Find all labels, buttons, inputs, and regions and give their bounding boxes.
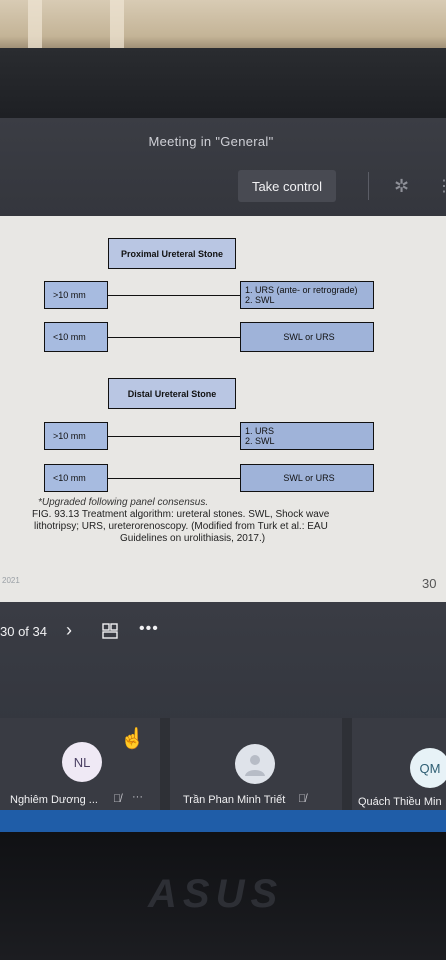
laptop-logo: ASUS	[148, 872, 284, 916]
laptop-lower-bezel	[0, 832, 446, 960]
mouse-cursor-icon: ☝	[120, 728, 145, 750]
avatar: QM	[410, 748, 446, 788]
toolbar-divider	[368, 172, 369, 200]
row-right-line: SWL or URS	[283, 473, 335, 483]
caption-line: Guidelines on urolithiasis, 2017.)	[120, 533, 266, 544]
row-left-box: <10 mm	[44, 464, 108, 492]
row-left-label: >10 mm	[53, 431, 86, 441]
row-right-box: 1. URS 2. SWL	[240, 422, 374, 450]
ceiling-beam	[110, 0, 124, 52]
distal-title: Distal Ureteral Stone	[127, 388, 217, 399]
row-left-label: <10 mm	[53, 332, 86, 342]
row-right-line: 2. SWL	[245, 295, 275, 305]
row-right-line: 1. URS (ante- or retrograde)	[245, 285, 358, 295]
row-right-box: SWL or URS	[240, 464, 374, 492]
take-control-button[interactable]: Take control	[238, 170, 336, 202]
participant-name: Nghiêm Dương ...	[10, 794, 98, 806]
connector-line	[108, 337, 240, 338]
person-photo-icon	[245, 755, 265, 776]
connector-line	[108, 295, 240, 296]
ellipsis-icon[interactable]: ···	[132, 791, 143, 803]
row-right-line: 2. SWL	[245, 436, 275, 446]
shared-slide	[0, 216, 446, 602]
avatar	[235, 744, 275, 784]
ceiling-beam	[28, 0, 42, 52]
more-options-icon[interactable]: ⋮	[436, 178, 446, 195]
row-right-box: SWL or URS	[240, 322, 374, 352]
teams-status-bar	[0, 810, 446, 832]
distal-title-box: Distal Ureteral Stone	[108, 378, 236, 409]
caption-line: FIG. 93.13 Treatment algorithm: ureteral…	[32, 509, 330, 520]
row-left-box: <10 mm	[44, 322, 108, 352]
row-right-line: 1. URS	[245, 426, 275, 436]
row-left-box: >10 mm	[44, 422, 108, 450]
meeting-titlebar	[0, 118, 446, 218]
proximal-title: Proximal Ureteral Stone	[120, 248, 224, 259]
proximal-title-box: Proximal Ureteral Stone	[108, 238, 236, 269]
connector-line	[108, 478, 240, 479]
slide-year: 2021	[2, 576, 20, 585]
mic-off-icon: 🎙̸	[298, 793, 307, 805]
caption-line: lithotripsy; URS, ureterorenoscopy. (Mod…	[34, 521, 328, 532]
row-right-line: SWL or URS	[283, 332, 335, 342]
avatar-initials: NL	[73, 754, 91, 770]
slide-page-number: 30	[422, 576, 437, 591]
gear-icon[interactable]: ✲	[394, 176, 410, 196]
presentation-toolbar	[0, 602, 446, 722]
chevron-right-icon[interactable]: ›	[66, 620, 72, 640]
row-left-label: >10 mm	[53, 290, 86, 300]
participant-name: Trần Phan Minh Triết	[183, 794, 286, 806]
laptop-bezel	[0, 48, 446, 128]
avatar-initials: QM	[419, 760, 441, 776]
ellipsis-icon[interactable]: •••	[139, 620, 159, 637]
participant-name: Quách Thiều Min	[358, 796, 442, 808]
avatar: NL	[62, 742, 102, 782]
page-indicator: 30 of 34	[0, 624, 47, 639]
row-left-box: >10 mm	[44, 281, 108, 309]
connector-line	[108, 436, 240, 437]
row-left-label: <10 mm	[53, 473, 86, 483]
figure-caption: *Upgraded following panel consensus. FIG…	[22, 497, 422, 545]
caption-note: *Upgraded following panel consensus.	[38, 497, 209, 508]
grid-icon[interactable]	[102, 623, 118, 639]
meeting-title: Meeting in "General"	[148, 134, 274, 149]
row-right-box: 1. URS (ante- or retrograde) 2. SWL	[240, 281, 374, 309]
mic-off-icon: 🎙̸	[113, 793, 122, 805]
